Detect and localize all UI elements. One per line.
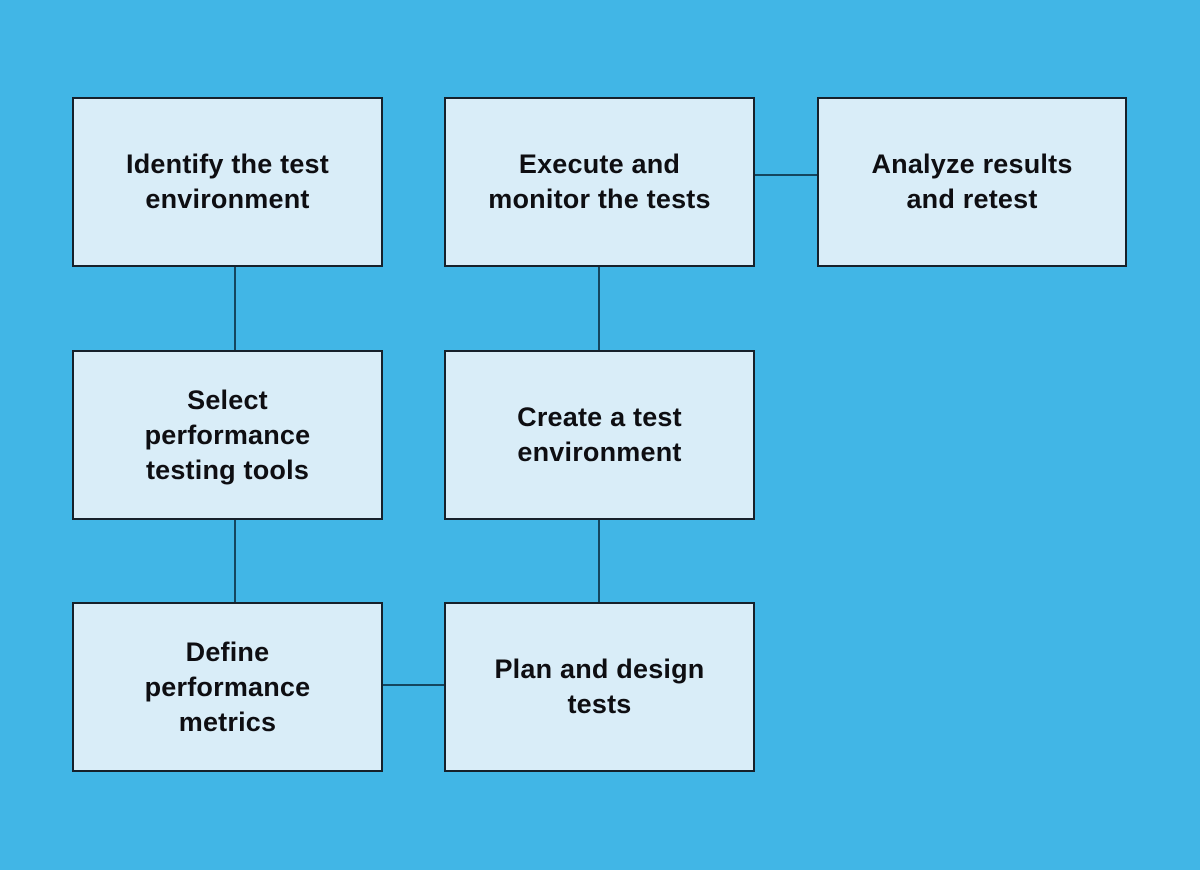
connector-execute-to-create bbox=[598, 267, 600, 350]
connector-select-to-define bbox=[234, 520, 236, 602]
node-execute-monitor-tests: Execute and monitor the tests bbox=[444, 97, 755, 267]
node-select-performance-testing-tools: Select performance testing tools bbox=[72, 350, 383, 520]
node-identify-test-environment: Identify the test environment bbox=[72, 97, 383, 267]
connector-create-to-plan bbox=[598, 520, 600, 602]
node-label: Plan and design tests bbox=[494, 654, 705, 719]
node-label: Analyze results and retest bbox=[871, 149, 1073, 214]
connector-define-to-plan bbox=[383, 684, 444, 686]
node-label: Create a test environment bbox=[517, 402, 682, 467]
node-label: Define performance metrics bbox=[144, 636, 311, 737]
node-label: Identify the test environment bbox=[126, 149, 329, 214]
node-create-test-environment: Create a test environment bbox=[444, 350, 755, 520]
connector-identify-to-select bbox=[234, 267, 236, 350]
node-analyze-results-retest: Analyze results and retest bbox=[817, 97, 1127, 267]
node-plan-design-tests: Plan and design tests bbox=[444, 602, 755, 772]
node-label: Execute and monitor the tests bbox=[488, 149, 711, 214]
connector-execute-to-analyze bbox=[755, 174, 817, 176]
node-define-performance-metrics: Define performance metrics bbox=[72, 602, 383, 772]
node-label: Select performance testing tools bbox=[144, 384, 311, 485]
